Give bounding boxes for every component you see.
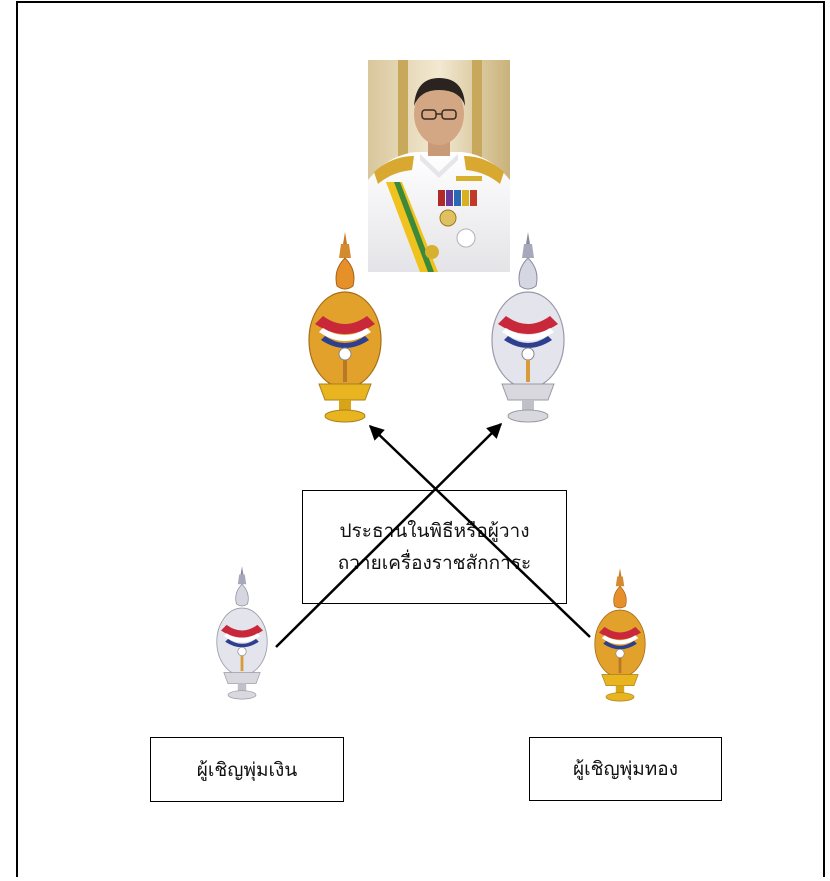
silver-bearer-box: ผู้เชิญพุ่มเงิน bbox=[150, 737, 344, 802]
gold-offering-urn bbox=[594, 568, 646, 702]
arrow-right-to-gold-urn bbox=[368, 424, 591, 638]
presiding-officer-label-line2: ถวายเครื่องราชสักการะ bbox=[337, 552, 532, 574]
silver-offering-urn bbox=[216, 566, 268, 700]
presiding-officer-box: ประธานในพิธีหรือผู้วาง ถวายเครื่องราชสัก… bbox=[302, 490, 567, 604]
gold-bearer-box: ผู้เชิญพุ่มทอง bbox=[529, 737, 722, 801]
silver-offering-urn bbox=[491, 232, 565, 423]
gold-offering-urn bbox=[308, 232, 382, 423]
royal-portrait bbox=[368, 60, 510, 272]
arrow-left-to-silver-urn bbox=[275, 422, 503, 648]
diagram-frame bbox=[16, 1, 825, 877]
gold-bearer-label: ผู้เชิญพุ่มทอง bbox=[573, 758, 678, 780]
silver-bearer-label: ผู้เชิญพุ่มเงิน bbox=[196, 758, 298, 781]
